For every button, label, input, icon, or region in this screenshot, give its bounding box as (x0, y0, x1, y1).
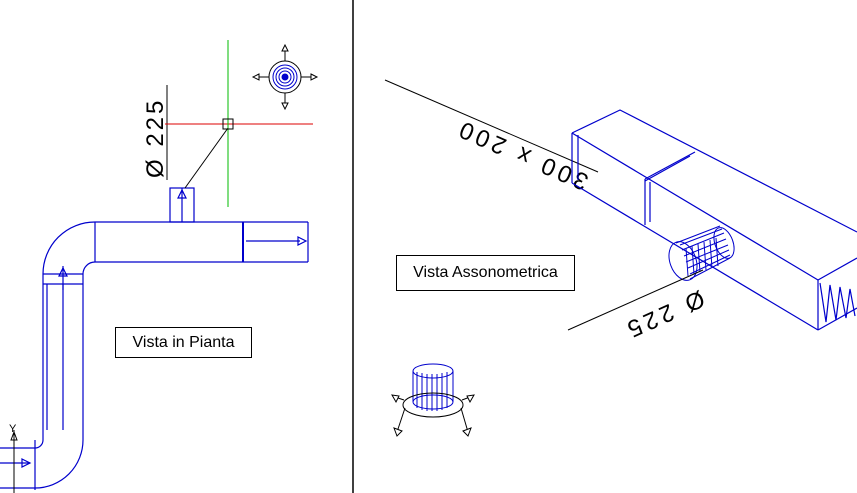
branch-dimension-text: Ø 225 (620, 285, 709, 344)
plan-dimension-text: Ø 225 (142, 98, 169, 178)
axonometric-branch[interactable] (664, 225, 738, 284)
plan-view-duct[interactable] (0, 187, 309, 490)
ucs-y-label: Y (9, 423, 17, 435)
pickbox (222, 118, 234, 130)
duct-dimension-text: 300 x 200 (452, 114, 592, 195)
axonometric-view-label: Vista Assonometrica (396, 255, 575, 291)
axonometric-duct[interactable] (571, 109, 857, 331)
crosshair-cursor[interactable] (165, 40, 313, 207)
duct-dimension: 300 x 200 (384, 79, 599, 195)
dimension-leader (184, 127, 229, 189)
plan-dimension: Ø 225 (142, 85, 169, 180)
ucs-icon: Y (9, 423, 18, 493)
plan-view-label: Vista in Pianta (115, 327, 252, 358)
branch-dimension: Ø 225 (567, 269, 709, 344)
view-gizmo-icon[interactable] (391, 363, 475, 437)
orbit-icon[interactable] (251, 43, 319, 111)
